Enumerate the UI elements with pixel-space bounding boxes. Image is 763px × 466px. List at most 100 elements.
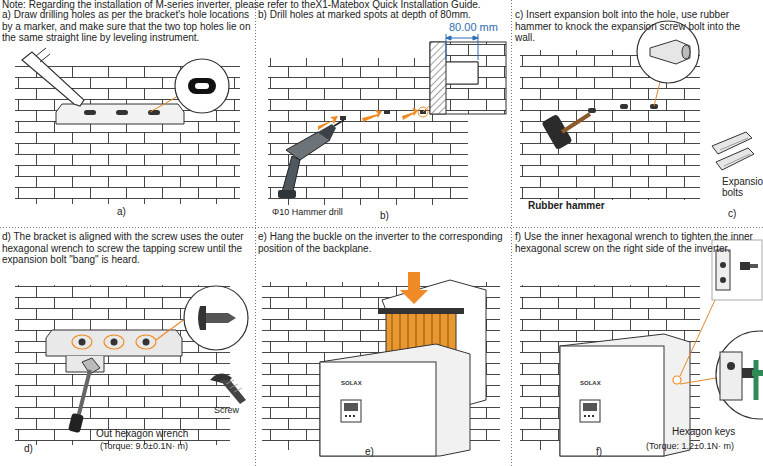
callout-leader xyxy=(680,300,716,384)
hexagon-key-detail xyxy=(716,331,763,419)
rubber-hammer xyxy=(562,114,590,132)
torque-value: (Torque: 1.2±0.1N· m) xyxy=(646,442,763,452)
mounting-bracket xyxy=(143,339,150,346)
tool-label: Φ10 Hammer drill xyxy=(272,208,382,218)
hole-callout xyxy=(150,95,180,112)
orange-arrow xyxy=(400,272,428,304)
mounting-bracket xyxy=(116,110,128,115)
screw-detail xyxy=(720,262,726,268)
mounting-bracket xyxy=(148,110,160,115)
hammer-drill xyxy=(318,124,336,140)
inverter-body xyxy=(580,400,600,422)
step-panel: a) Draw drilling holes as per the bracke… xyxy=(2,9,252,225)
hole-callout xyxy=(188,78,216,94)
hole-callout xyxy=(150,59,229,113)
bolt-callout xyxy=(682,45,690,59)
hole-callout xyxy=(175,59,229,113)
panel-letter: b) xyxy=(380,210,400,221)
rubber-hammer xyxy=(541,114,573,151)
panel-letter: e) xyxy=(365,446,385,457)
hammer-drill xyxy=(334,120,344,126)
hexagon-key-detail xyxy=(716,331,763,419)
section-callout xyxy=(430,42,478,114)
inverter-body xyxy=(560,334,690,456)
mounting-bracket xyxy=(46,330,182,356)
inverter-heatsink xyxy=(378,308,464,314)
panel-letter: c) xyxy=(728,208,748,219)
orange-arrow xyxy=(402,108,418,120)
section-callout xyxy=(418,42,506,117)
step-panel: e) Hang the buckle on the inverter to th… xyxy=(258,231,510,464)
hexagon-key-detail xyxy=(727,362,735,370)
screw-callout xyxy=(206,313,228,323)
inverter-body xyxy=(673,376,681,384)
drill-marks xyxy=(384,110,390,114)
inverter-body xyxy=(344,403,358,411)
panel-separator xyxy=(255,0,256,466)
mounting-bracket xyxy=(56,104,184,124)
orange-arrow xyxy=(400,272,428,304)
orange-circle xyxy=(72,335,92,349)
brand-logo: SOLAX xyxy=(341,380,381,387)
mounting-bracket xyxy=(79,339,86,346)
screw-callout xyxy=(228,313,236,323)
screw-detail xyxy=(750,264,758,268)
bolt-holes xyxy=(588,104,658,113)
step-instruction: f) Use the inner hexagonal wrench to tig… xyxy=(515,231,761,254)
screw-callout xyxy=(184,286,248,350)
screw xyxy=(220,380,246,404)
inverter-body xyxy=(560,346,664,456)
section-callout xyxy=(446,62,478,84)
step-instruction: d) The bracket is aligned with the screw… xyxy=(2,231,252,266)
brick-wall xyxy=(15,66,240,204)
step-instruction: e) Hang the buckle on the inverter to th… xyxy=(258,231,510,254)
inverter-body xyxy=(320,362,436,456)
expansion-bolt xyxy=(712,132,754,170)
mounting-bracket xyxy=(111,339,118,346)
mounting-bracket xyxy=(84,110,96,115)
note-text: Note: Regarding the installation of M-se… xyxy=(2,0,762,10)
section-callout xyxy=(418,107,428,117)
bolt-callout xyxy=(650,40,690,64)
hole-callout xyxy=(195,83,209,89)
hammer-drill xyxy=(278,190,296,198)
inverter-body xyxy=(320,344,470,456)
marker-pen xyxy=(22,52,84,106)
inverter-body xyxy=(341,400,361,422)
inverter-body xyxy=(560,334,690,456)
drill-marks xyxy=(340,116,346,120)
callout-leader xyxy=(680,300,715,376)
hammer-drill xyxy=(278,120,344,198)
tool-label: Out hexagon wrench xyxy=(96,428,216,439)
step-instruction: c) Insert expansion bolt into the hole, … xyxy=(515,9,761,44)
panel-letter: a) xyxy=(117,206,137,217)
rubber-hammer xyxy=(541,114,590,151)
screw-callout xyxy=(184,286,248,350)
screw-callout xyxy=(198,306,206,330)
dimension-line xyxy=(446,34,478,60)
brick-wall xyxy=(15,66,240,204)
dimension-line xyxy=(446,36,478,40)
marker-pen xyxy=(22,48,84,106)
panel-separator xyxy=(511,0,512,466)
bolt-callout xyxy=(654,82,660,106)
step-instruction: b) Drill holes at marked spots at depth … xyxy=(258,9,508,21)
drill-marks xyxy=(340,110,426,120)
screw xyxy=(226,380,242,392)
screw-detail xyxy=(716,250,730,290)
orange-arrow xyxy=(362,110,382,122)
screw xyxy=(210,373,246,404)
hexagon-wrench xyxy=(78,370,90,418)
orange-circle xyxy=(156,318,186,340)
hexagon-key-detail xyxy=(754,360,759,400)
bolt-holes xyxy=(588,108,596,113)
panel-letter: f) xyxy=(596,446,616,457)
orange-circle xyxy=(136,335,156,349)
part-label: Expansio bolts xyxy=(722,176,762,198)
part-label: Screw xyxy=(214,406,254,416)
inverter-body xyxy=(320,344,470,456)
callout-leader xyxy=(680,378,716,384)
screw-detail xyxy=(720,277,726,283)
panel-separator xyxy=(0,227,763,228)
